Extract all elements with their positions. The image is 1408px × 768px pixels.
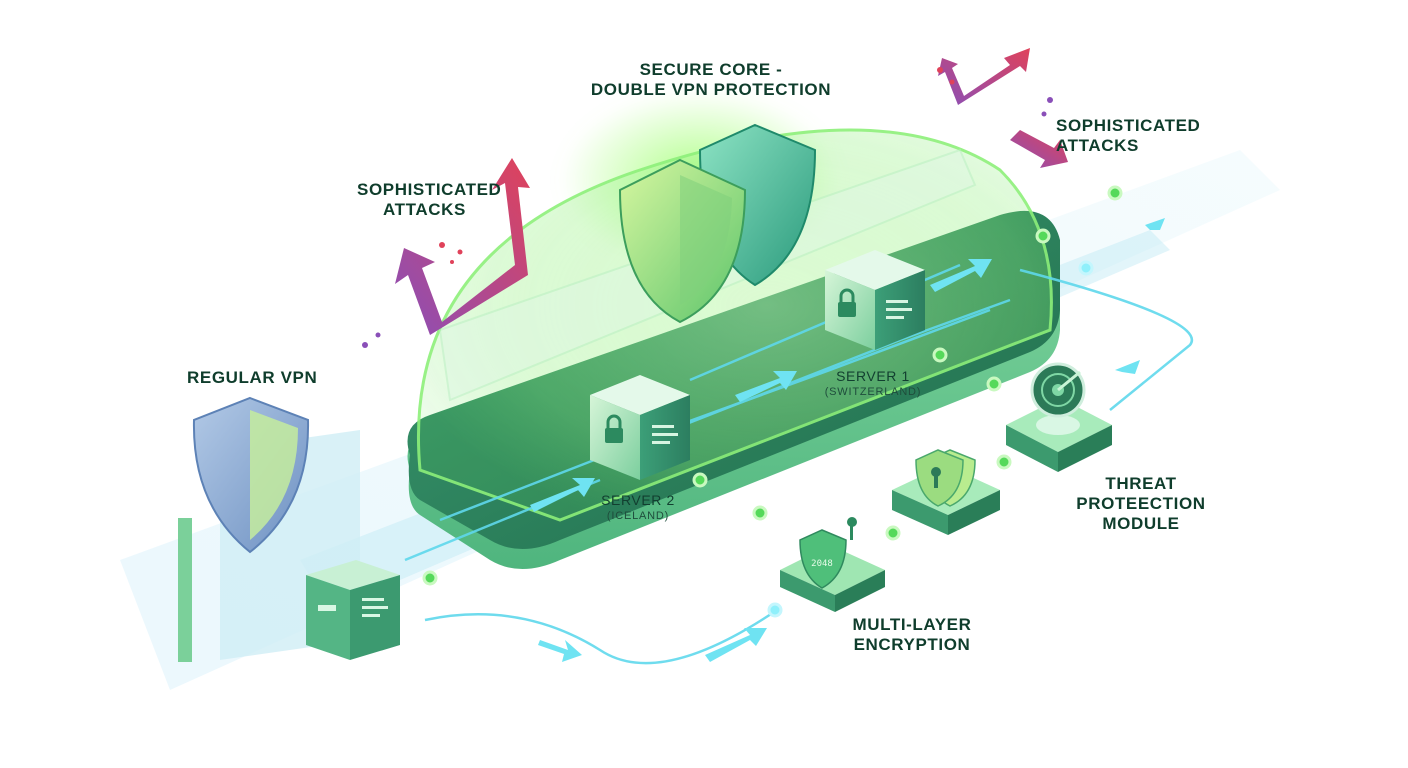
lock-icon [931, 467, 941, 488]
attack-debris [362, 67, 1053, 348]
secure-core-label: SECURE CORE - DOUBLE VPN PROTECTION [586, 60, 836, 100]
attacks-right-line-2: ATTACKS [1056, 136, 1139, 155]
threat-module-line-2: PROTEECTION [1076, 494, 1206, 513]
node-dots [422, 185, 1123, 586]
encryption-pad-2 [892, 449, 1000, 535]
secure-core-line-2: DOUBLE VPN PROTECTION [590, 80, 832, 99]
server-2-location: (ICELAND) [606, 510, 670, 522]
encryption-pad-1: 2048 [780, 517, 885, 612]
server-1-cube [825, 250, 925, 350]
shield-icon [799, 529, 847, 589]
secure-core-line-1: SECURE CORE - [639, 60, 783, 79]
server-1-label: SERVER 1 (SWITZERLAND) [818, 367, 928, 399]
radar-icon [1030, 362, 1086, 418]
threat-module-label: THREAT PROTEECTION MODULE [1056, 474, 1226, 534]
server-1-name: SERVER 1 [836, 368, 910, 384]
attack-arrow-icon [395, 48, 1068, 335]
threat-module-line-3: MODULE [1102, 514, 1180, 533]
threat-module-line-1: THREAT [1105, 474, 1177, 493]
double-shield-icon [618, 123, 817, 324]
attacks-left-line-2: ATTACKS [383, 200, 466, 219]
regular-vpn-group [178, 396, 400, 662]
lock-icon [838, 288, 856, 317]
server-2-label: SERVER 2 (ICELAND) [583, 491, 693, 523]
attacks-right-line-1: SOPHISTICATED [1056, 116, 1201, 135]
data-flow-arrow-icon [530, 218, 1165, 662]
encryption-line-1: MULTI-LAYER [852, 615, 972, 634]
regular-vpn-label: REGULAR VPN [187, 368, 318, 387]
key-icon [847, 517, 857, 540]
server-1-location: (SWITZERLAND) [824, 386, 922, 398]
encryption-label: MULTI-LAYER ENCRYPTION [842, 615, 982, 655]
server-icon [306, 560, 400, 660]
threat-module [1006, 362, 1112, 472]
lock-icon [605, 414, 623, 443]
attacks-left-line-1: SOPHISTICATED [357, 180, 502, 199]
attacks-left-label: SOPHISTICATED ATTACKS [357, 180, 501, 220]
server-2-cube [590, 375, 690, 480]
encryption-line-2: ENCRYPTION [853, 635, 971, 654]
attacks-right-label: SOPHISTICATED ATTACKS [1056, 116, 1200, 156]
cyan-nodes [767, 260, 1094, 618]
server-2-name: SERVER 2 [601, 492, 675, 508]
encryption-badge: 2048 [811, 559, 833, 569]
